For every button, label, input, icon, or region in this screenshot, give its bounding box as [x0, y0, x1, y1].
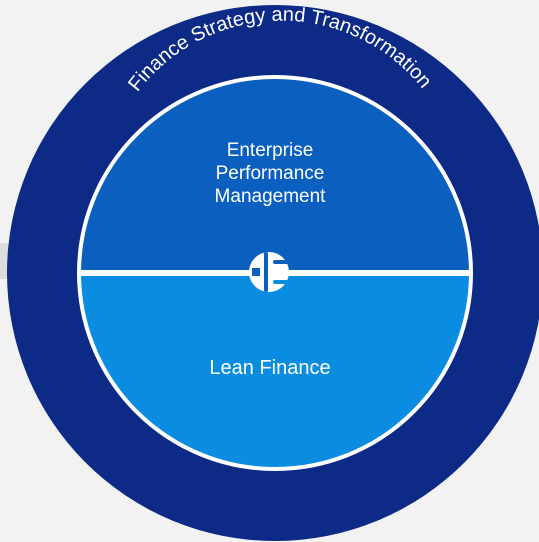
upper-label-line-2: Performance [215, 162, 325, 184]
upper-label-line-1: Enterprise [226, 140, 314, 161]
plug-connector-icon [249, 252, 289, 292]
upper-segment-label: Enterprise Performance Management [175, 140, 365, 208]
upper-label-line-3: Management [214, 185, 326, 207]
inner-circle-border [77, 75, 473, 471]
lower-segment-label: Lean Finance [209, 357, 331, 379]
